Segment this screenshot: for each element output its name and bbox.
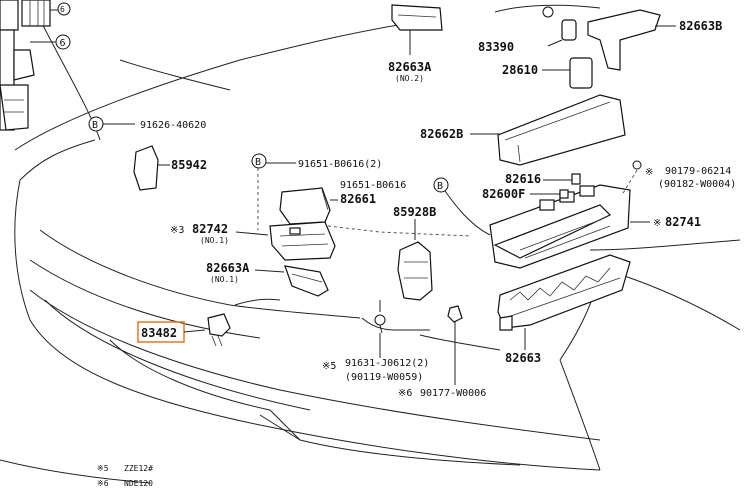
dash-90179 [621,169,638,196]
part-82663a-no1 [284,265,329,297]
leader-83482 [183,329,206,333]
part-82663-lower [497,254,631,350]
part-82616 [571,173,581,185]
circle-6-marker: 6 [60,38,66,49]
label-91651-b: 91651-B0616 [340,180,406,191]
label-82663a-top: 82663A [388,60,432,74]
ref-90179-mark: ※ [645,167,653,178]
label-90182: (90182-W0004) [658,179,736,190]
part-82600f [559,189,569,199]
circle-b-91651 [251,153,267,169]
footnote-5-text: ZZE12# [124,464,153,473]
label-90119: (90119-W0059) [345,372,423,383]
circle-b-label-1: B [92,120,98,131]
label-91626: 91626-40620 [140,120,206,131]
label-82741: 82741 [665,215,701,229]
top-left-harness [0,0,71,131]
ref-5-mark-a: ※5 [322,361,336,372]
part-82663a-no2 [391,4,443,55]
label-82663: 82663 [505,351,541,365]
part-90177-clip [447,305,463,385]
circle-6-marker-top: 6 [60,5,65,14]
circle-b-label-2: B [255,157,261,168]
label-82742: 82742 [192,222,228,236]
label-82663b: 82663B [679,19,722,33]
footnote-6-text: NDE120 [124,479,153,488]
label-82600f: 82600F [482,187,525,201]
label-82663a-low-no: (NO.1) [210,275,239,284]
label-90179: 90179-06214 [665,166,731,177]
label-82616: 82616 [505,172,541,186]
top-right-parts [494,4,676,89]
label-91631: 91631-J0612(2) [345,358,429,369]
circle-b-82616 [433,177,449,193]
part-82741-box [489,184,650,269]
footnote-5-mark: ※5 [97,464,109,473]
leader-circle-b-3 [444,190,491,236]
circle-b-label-3: B [437,181,443,192]
ref-3-mark: ※3 [170,225,184,236]
label-91651-a: 91651-B0616(2) [298,159,382,170]
label-90177: 90177-W0006 [420,388,486,399]
part-90179 [632,160,642,170]
label-83390: 83390 [478,40,514,54]
label-82663a-top-no: (NO.2) [395,74,424,83]
part-82742 [269,221,336,261]
part-85928b [397,241,433,301]
label-82663a-low: 82663A [206,261,250,275]
part-85942 [133,145,170,191]
footnote-6-mark: ※6 [97,479,109,488]
label-85942: 85942 [171,158,207,172]
leader-82742 [235,231,269,236]
label-28610: 28610 [502,63,538,77]
label-83482[interactable]: 83482 [141,326,177,340]
body-outline [0,0,741,484]
label-85928b: 85928B [393,205,436,219]
part-83482-switch [207,313,231,347]
ref-82741-mark: ※ [653,218,661,229]
label-82742-no: (NO.1) [200,236,229,245]
label-82662b: 82662B [420,127,463,141]
part-91631-bolt [374,300,386,358]
leader-82663a-low [254,269,285,273]
dash-82742 [327,225,471,237]
part-82661 [279,187,338,225]
label-82661: 82661 [340,192,376,206]
part-82662b-cover [470,94,626,166]
ref-6-mark-a: ※6 [398,388,412,399]
